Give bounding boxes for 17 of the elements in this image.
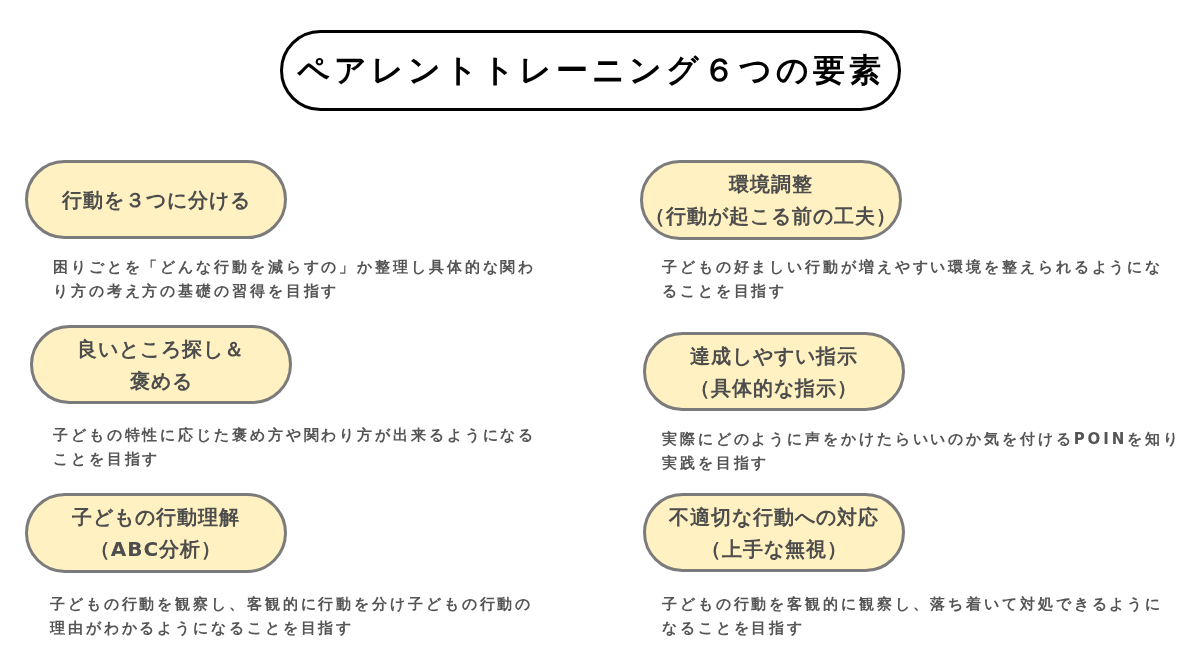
heading-text: 不適切な行動への対応 [669, 503, 879, 531]
description-text: 子どもの特性に応じた褒め方や関わり方が出来るようになることを目指す [53, 425, 538, 470]
heading-text: 行動を３つに分ける [61, 186, 251, 214]
heading-text: 子どもの行動理解 [72, 504, 240, 531]
description-text: 困りごとを「どんな行動を減らすの」か整理し具体的な関わり方の考え方の基礎の習得を目指す [53, 257, 538, 302]
heading-text: 環境調整 [729, 171, 813, 198]
subheading-text: （具体的な指示） [690, 374, 858, 402]
subheading-text: （上手な無視） [700, 535, 848, 563]
description-text: 子どもの行動を観察し、客観的に行動を分け子どもの行動の理由がわかるようになることを目指す [50, 594, 535, 639]
heading-text: 達成しやすい指示 [690, 342, 858, 370]
title-banner: ペアレントトレーニング６つの要素 [280, 30, 901, 111]
heading-text: 良いところ探し＆褒める [76, 335, 246, 395]
description-text: 子どもの好ましい行動が増えやすい環境を整えられるようになることを目指す [662, 257, 1165, 302]
subheading-text: （ABC分析） [89, 536, 223, 563]
description-text: 子どもの行動を客観的に観察し、落ち着いて対処できるようになることを目指す [662, 594, 1165, 639]
subheading-text: （行動が起こる前の工夫） [645, 203, 897, 230]
description-text: 実際にどのように声をかけたらいいのか気を付けるPOINを知り実践を目指す [662, 429, 1182, 474]
